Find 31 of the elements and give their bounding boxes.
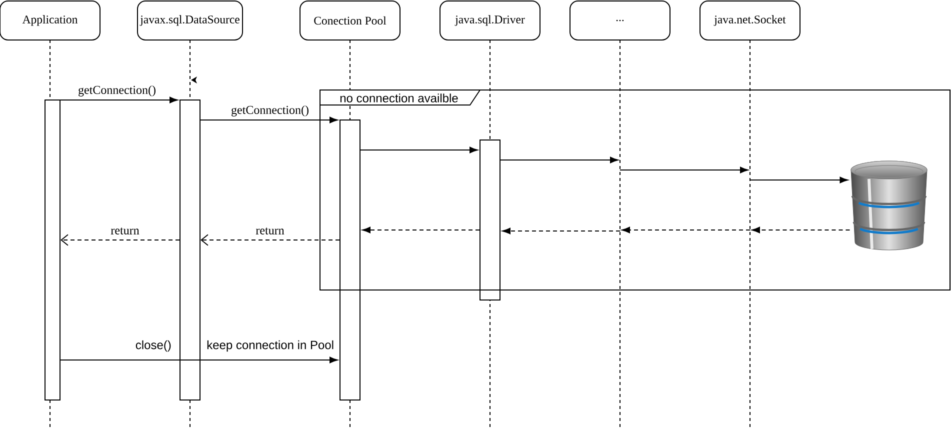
arrow [200,116,338,124]
database-cylinder [850,160,928,250]
activation-bar [180,100,200,400]
dashed-arrow [622,226,750,234]
arrow [179,356,338,364]
participant-box: java.net.Socket [700,0,800,40]
edge-label: close() [134,339,173,353]
participant-box: Conection Pool [300,0,400,40]
activation-bar [340,120,360,400]
dashed-arrow [60,234,180,246]
dashed-arrow [362,226,480,234]
dashed-arrow [502,228,620,234]
edge-label: getConnection() [230,104,310,118]
edge-label: getConnection() [76,84,158,98]
arrow [750,176,848,184]
edge-label: return [109,226,141,236]
activation-bar [480,140,500,300]
arrow [360,146,478,154]
arrow [620,166,748,174]
edge-label: keep connection in Pool [205,339,336,353]
dashed-arrow [200,234,340,246]
participant-box: java.sql.Driver [440,0,540,40]
arrow [500,156,618,164]
participant-box: javax.sql.DataSource [137,0,244,40]
edge-label: return [254,226,286,236]
participant-box: Application [0,0,101,40]
participant-box: ... [570,0,670,40]
activation-bar [44,100,61,400]
arrow [60,96,178,104]
frame-tab: no connection availble [320,90,481,106]
dashed-arrow [752,226,850,234]
